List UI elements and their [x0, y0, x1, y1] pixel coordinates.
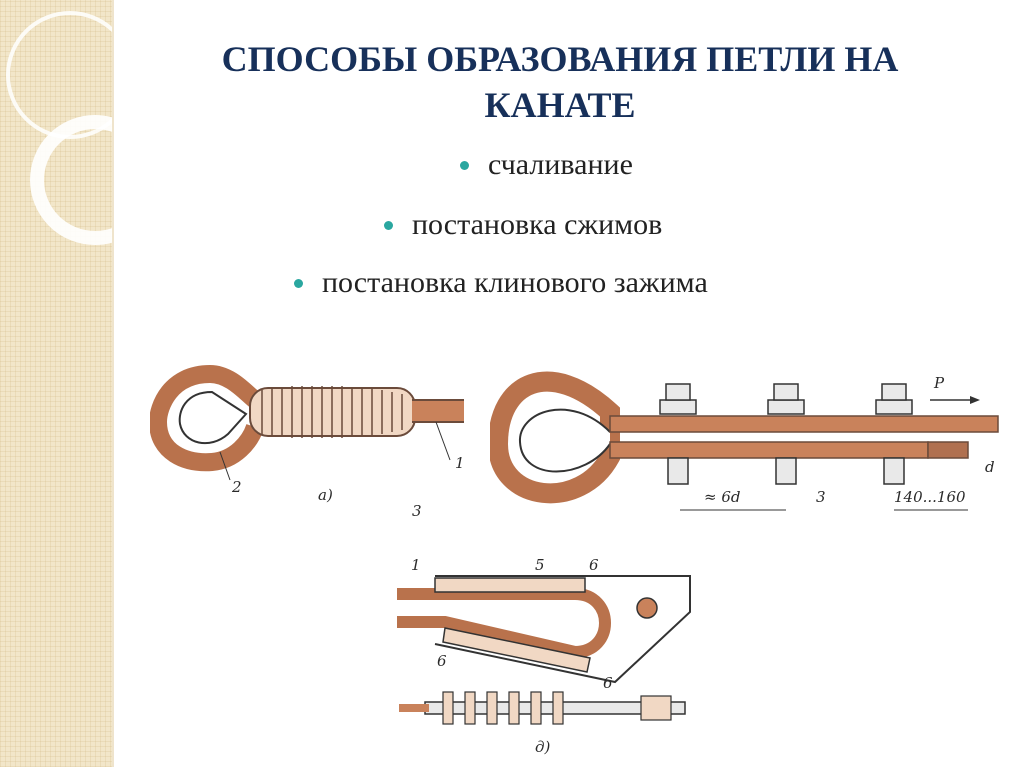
band-divider [112, 0, 114, 767]
callout-2: 2 [231, 478, 242, 496]
tail-length-label: 140...160 [894, 488, 966, 506]
rope-clamps-figure: P d ≈ 6d 140...160 3 [490, 371, 999, 511]
callout-5: 5 [535, 556, 545, 574]
callout-1: 1 [411, 556, 421, 574]
force-label: P [933, 374, 945, 392]
diameter-label: d [985, 458, 995, 476]
bullet-text: постановка сжимов [412, 208, 663, 241]
bullet-item: постановка сжимов [384, 205, 663, 245]
bullet-dot-icon [384, 221, 393, 230]
callout-3: 3 [816, 488, 826, 506]
splice-caption: а) [318, 486, 333, 504]
bullet-dot-icon [294, 279, 303, 288]
callout-6: 6 [589, 556, 599, 574]
bullet-text: счаливание [488, 148, 633, 181]
decorative-rings-icon [6, 11, 160, 245]
wedge-caption: д) [535, 738, 551, 756]
callout-6: 6 [603, 674, 613, 692]
bullet-text: постановка клинового зажима [322, 266, 708, 299]
wedge-clamp-figure: 1 5 6 6 6 д) [397, 556, 691, 756]
callout-1: 1 [455, 454, 465, 472]
slide-title: СПОСОБЫ ОБРАЗОВАНИЯ ПЕТЛИ НА КАНАТЕ [221, 39, 899, 125]
splice-loop-figure: 1 2 а) 3 [150, 365, 465, 520]
bullet-item: счаливание [460, 145, 633, 185]
bullet-item: постановка клинового зажима [294, 263, 708, 303]
callout-6: 6 [437, 652, 447, 670]
bullet-dot-icon [460, 161, 469, 170]
decorative-texture-band [0, 0, 160, 767]
spacing-label: ≈ 6d [704, 488, 740, 506]
callout-3: 3 [412, 502, 422, 520]
